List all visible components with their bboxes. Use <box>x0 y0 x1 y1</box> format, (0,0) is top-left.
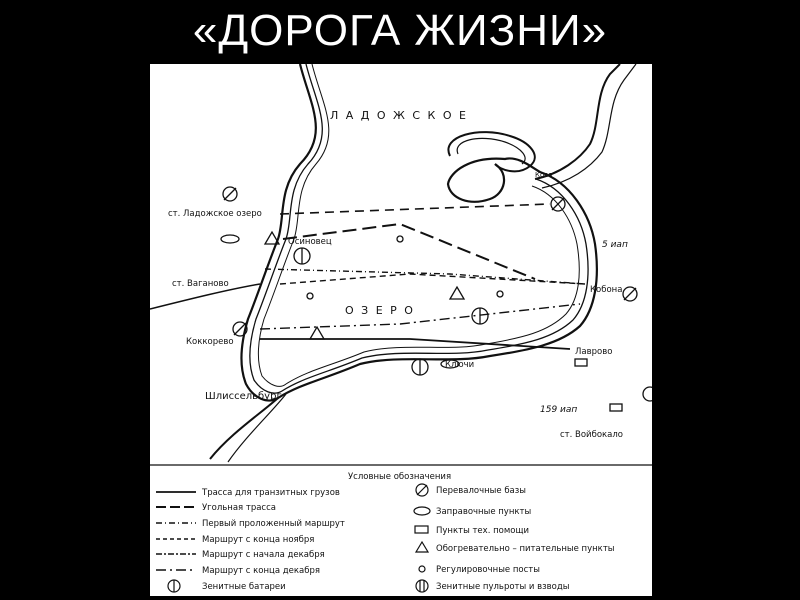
heating-point-icon <box>448 285 466 300</box>
label-klyuchi: Ключи <box>445 360 474 370</box>
legend-item-route-dec-start: Маршрут с начала декабря <box>202 550 325 560</box>
ice-routes <box>259 203 586 350</box>
label-kobona: Кобона <box>590 285 622 295</box>
legend-item-aa-units: Зенитные пульроты и взводы <box>436 582 569 592</box>
transfer-base-icon <box>550 196 566 212</box>
fuel-point-icon <box>220 234 240 244</box>
control-post-icon <box>496 290 504 298</box>
legend-item-control-posts: Регулировочные посты <box>436 565 540 575</box>
page-title: «ДОРОГА ЖИЗНИ» <box>192 6 608 55</box>
legend-item-tech-aid: Пункты тех. помощи <box>436 526 529 536</box>
transfer-base-icon <box>222 186 238 202</box>
legend-item-heating-points: Обогревательно – питательные пункты <box>436 544 614 554</box>
aa-battery-icon <box>642 386 652 402</box>
transfer-base-icon <box>622 286 638 302</box>
heating-point-icon <box>308 325 326 340</box>
heating-point-icon <box>263 230 281 245</box>
legend-item-coal: Угольная трасса <box>202 503 276 513</box>
label-voibokalo: ст. Войбокало <box>560 430 623 440</box>
legend-item-aa-batteries: Зенитные батареи <box>202 582 286 592</box>
label-osinovets: Осиновец <box>288 237 332 247</box>
label-159-iap: 159 иап <box>540 405 577 415</box>
label-lavrovo: Лаврово <box>575 347 612 357</box>
tech-aid-icon <box>609 403 623 412</box>
label-5-iap: 5 иап <box>602 240 628 250</box>
legend: Условные обозначения Трасса для транзитн… <box>150 464 652 593</box>
map-panel: Л А Д О Ж С К О Е О З Е Р О ст. Ладожско… <box>150 64 652 596</box>
label-lake-top: Л А Д О Ж С К О Е <box>330 109 468 122</box>
legend-item-first-route: Первый проложенный маршрут <box>202 519 345 529</box>
label-kokorevo: Коккорево <box>186 337 234 347</box>
map-figure: Л А Д О Ж С К О Е О З Е Р О ст. Ладожско… <box>150 64 652 593</box>
transfer-base-icon <box>232 321 248 337</box>
label-lake-mid: О З Е Р О <box>345 304 415 317</box>
legend-item-route-nov: Маршрут с конца ноября <box>202 535 314 545</box>
fuel-point-icon <box>440 359 460 369</box>
tech-aid-icon <box>574 358 588 367</box>
control-post-icon <box>396 235 404 243</box>
label-kosa: Коса <box>535 171 552 179</box>
label-ladozhskoe-ozero: ст. Ладожское озеро <box>168 209 262 219</box>
label-vaganovo: ст. Ваганово <box>172 279 229 289</box>
control-post-icon <box>306 292 314 300</box>
legend-item-transit: Трасса для транзитных грузов <box>201 488 340 498</box>
legend-item-route-dec-end: Маршрут с конца декабря <box>202 566 320 576</box>
map-symbols <box>220 186 652 412</box>
legend-item-transfer-bases: Перевалочные базы <box>436 486 526 496</box>
legend-item-fuel-points: Заправочные пункты <box>436 507 531 517</box>
legend-title: Условные обозначения <box>348 472 451 482</box>
lake-shoreline <box>150 64 637 463</box>
label-shlisselburg: Шлиссельбург <box>205 391 282 402</box>
